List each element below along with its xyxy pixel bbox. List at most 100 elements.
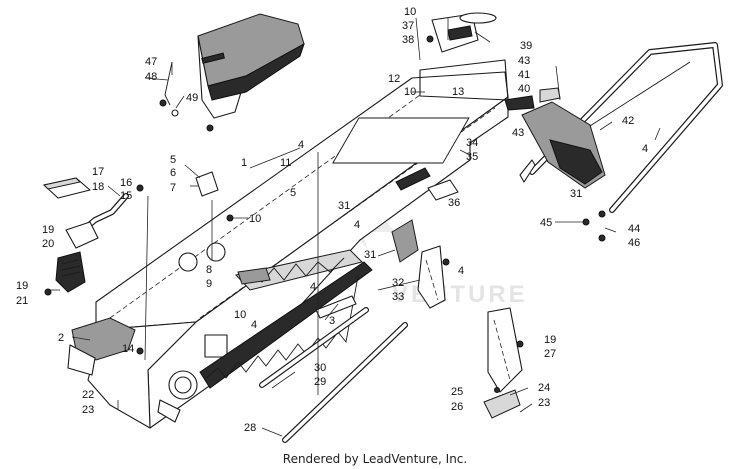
leader	[555, 65, 561, 101]
leader	[415, 17, 421, 61]
callout-23: 23	[82, 404, 94, 416]
tunnel-side-cutout	[174, 376, 192, 394]
running-board-zigzag	[205, 275, 359, 379]
leader	[604, 227, 617, 233]
grommet-9	[206, 242, 226, 262]
callout-10: 10	[249, 213, 261, 225]
callout-17: 17	[92, 166, 104, 178]
fastener	[44, 288, 52, 296]
tunnel-heat-exchanger-panel	[332, 117, 470, 164]
bracket-6	[195, 171, 219, 197]
callout-26: 26	[451, 401, 463, 413]
callout-30: 30	[314, 362, 326, 374]
callout-4: 4	[458, 265, 464, 277]
fastener	[442, 258, 450, 266]
leader	[71, 336, 91, 341]
callout-10: 10	[404, 86, 416, 98]
grommet-8	[178, 252, 198, 272]
callout-46: 46	[628, 237, 640, 249]
callout-24: 24	[538, 382, 550, 394]
bracket-36	[427, 179, 459, 201]
leader	[459, 149, 471, 156]
leader	[261, 427, 283, 437]
callout-5: 5	[290, 187, 296, 199]
seat-badge	[201, 52, 225, 64]
callout-5: 5	[170, 154, 176, 166]
render-credit: Rendered by LeadVenture, Inc.	[282, 452, 468, 466]
hitch-39-detail	[447, 25, 473, 41]
callout-2: 2	[58, 332, 64, 344]
callout-22: 22	[82, 389, 94, 401]
leader	[599, 121, 613, 131]
seat-base	[207, 42, 305, 101]
callout-36: 36	[448, 197, 460, 209]
callout-21: 21	[16, 295, 28, 307]
callout-20: 20	[42, 238, 54, 250]
callout-43: 43	[518, 55, 530, 67]
seat-bolt	[159, 99, 167, 107]
callout-41: 41	[518, 69, 530, 81]
tubes	[259, 42, 723, 443]
callout-29: 29	[314, 376, 326, 388]
callout-38: 38	[402, 34, 414, 46]
plate-holes	[493, 319, 511, 381]
leader	[377, 249, 396, 257]
callout-19: 19	[16, 280, 28, 292]
leader	[377, 279, 421, 291]
seat-strap	[164, 61, 173, 106]
fastener	[598, 210, 606, 218]
leader	[249, 147, 301, 169]
leader	[474, 31, 491, 43]
callout-31: 31	[364, 249, 376, 261]
tunnel-assembly	[67, 71, 509, 429]
callout-labels: 1 2 3 4 4 4 4 4 4 5 5 6 7 8 9 10 10 10 1…	[16, 6, 648, 434]
callout-28: 28	[244, 422, 256, 434]
callout-33: 33	[392, 291, 404, 303]
leader	[184, 164, 201, 179]
callout-19: 19	[42, 224, 54, 236]
callout-44: 44	[628, 223, 640, 235]
snowflap-dark	[549, 139, 603, 185]
callout-45: 45	[540, 217, 552, 229]
callout-47: 47	[145, 56, 157, 68]
front-bracket-group	[42, 177, 129, 293]
bracket-33-holes	[425, 259, 439, 301]
callout-34: 34	[466, 137, 478, 149]
fastener-26	[494, 387, 500, 393]
leader	[654, 127, 661, 141]
seat	[159, 13, 305, 132]
rear-assembly	[419, 12, 606, 189]
footrest-bracket	[237, 267, 271, 285]
leader	[144, 195, 149, 361]
callout-35: 35	[466, 151, 478, 163]
callout-25: 25	[451, 386, 463, 398]
callout-10: 10	[234, 309, 246, 321]
rail-tube-28-in	[283, 323, 407, 442]
callout-1: 1	[241, 157, 247, 169]
fastener	[136, 184, 144, 192]
tunnel-vent-slots	[395, 167, 431, 191]
right-bracket-group	[483, 307, 524, 419]
callout-40: 40	[518, 83, 530, 95]
leader	[175, 95, 185, 109]
callout-15: 15	[120, 190, 132, 202]
callout-27: 27	[544, 348, 556, 360]
leader	[144, 77, 169, 81]
callout-4: 4	[310, 281, 316, 293]
callout-39: 39	[520, 40, 532, 52]
callout-13: 13	[452, 86, 464, 98]
running-board-plate	[487, 307, 523, 393]
fastener	[598, 234, 606, 242]
seat-nut	[171, 109, 179, 117]
fastener	[426, 35, 434, 43]
leader	[324, 303, 339, 321]
callout-7: 7	[170, 182, 176, 194]
callout-19: 19	[544, 334, 556, 346]
callout-48: 48	[145, 71, 157, 83]
toe-hook	[483, 389, 521, 419]
fastener	[136, 347, 144, 355]
leader-lines	[48, 17, 661, 437]
callout-42: 42	[622, 115, 634, 127]
callout-14: 14	[122, 343, 134, 355]
